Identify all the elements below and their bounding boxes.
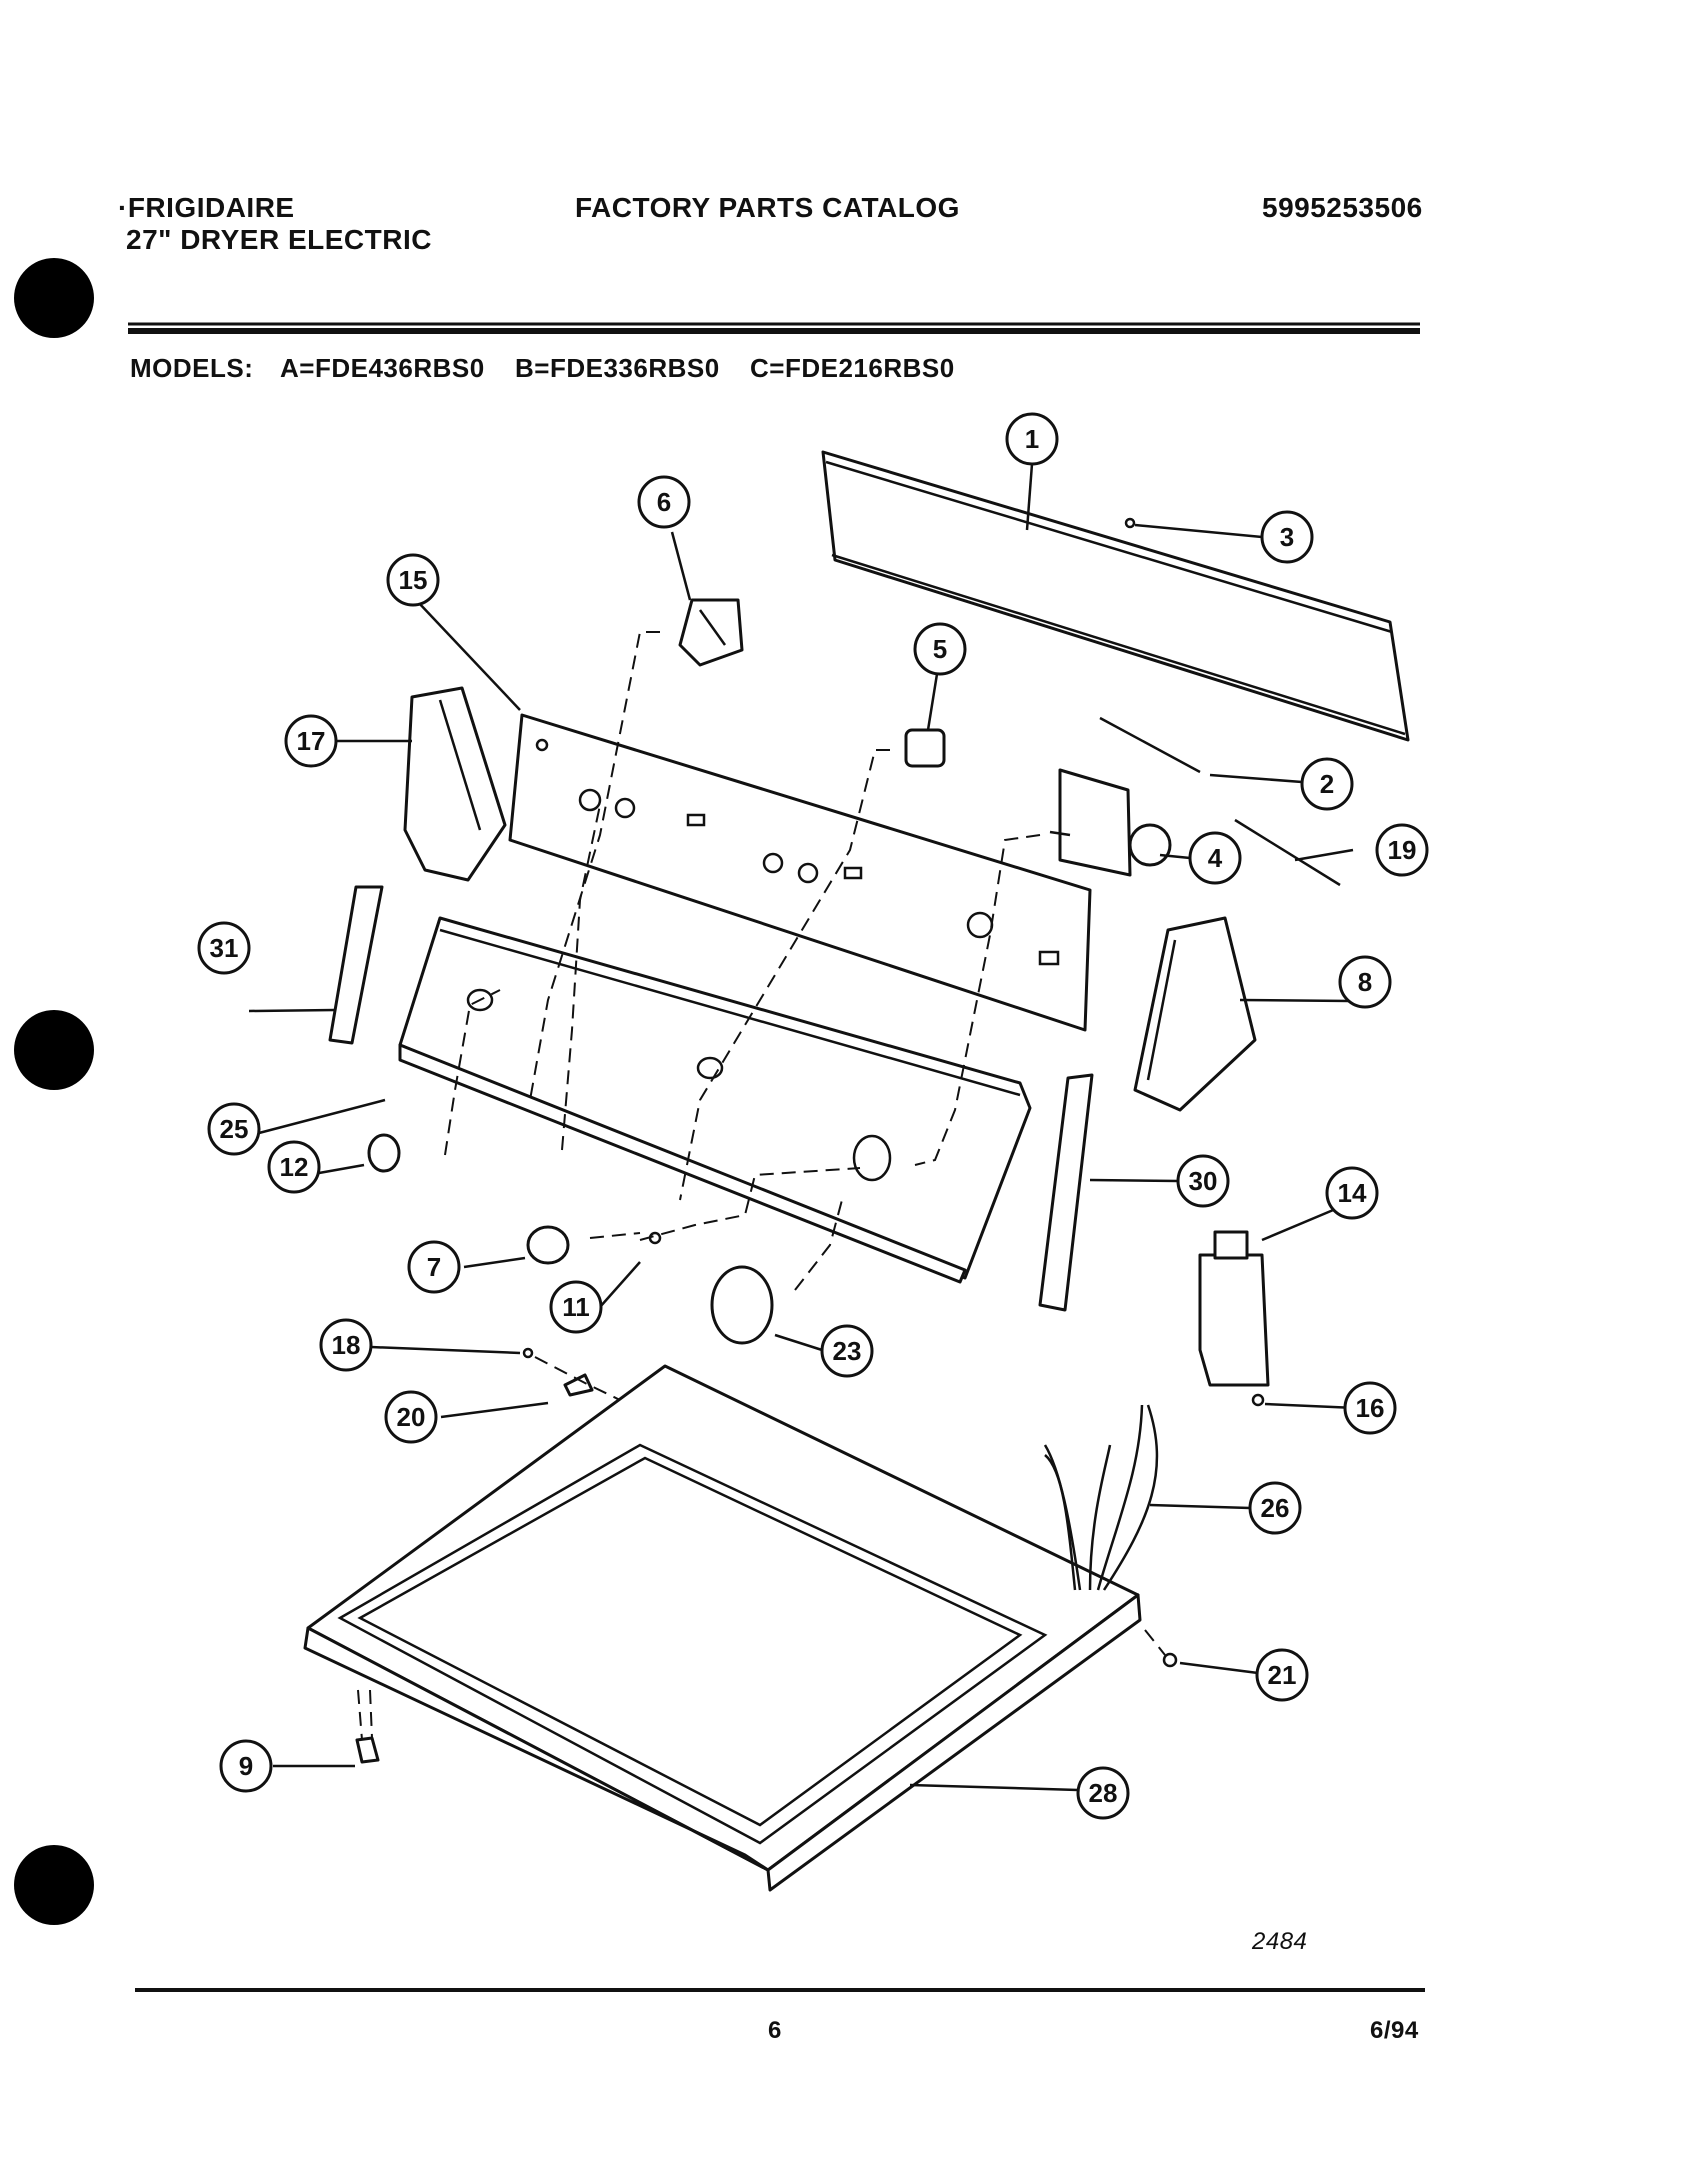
callout-1-label: 1 (1025, 424, 1039, 454)
callout-5: 5 (913, 622, 967, 676)
timer-knob (710, 1265, 774, 1345)
callout-25-label: 25 (220, 1114, 249, 1144)
callout-23: 23 (820, 1324, 874, 1378)
screw-21 (1162, 1652, 1178, 1668)
models-label: MODELS: (130, 353, 254, 383)
callout-8-label: 8 (1358, 967, 1372, 997)
callout-14: 14 (1325, 1166, 1379, 1220)
front-console (398, 916, 1032, 1284)
catalog-number: 5995253506 (1262, 192, 1423, 223)
figure-number: 2484 (1252, 1928, 1308, 1955)
callout-28: 28 (1076, 1766, 1130, 1820)
top-panel (303, 1364, 1142, 1892)
model-b: B=FDE336RBS0 (515, 353, 720, 383)
binder-hole-middle (14, 1010, 94, 1090)
callout-15: 15 (386, 553, 440, 607)
callout-20-label: 20 (397, 1402, 426, 1432)
callout-17: 17 (284, 714, 338, 768)
screw (1124, 517, 1136, 529)
left-end-cap (403, 686, 507, 882)
callout-2: 2 (1300, 757, 1354, 811)
power-cord-harness (1043, 1404, 1159, 1591)
wire-harness-2 (1099, 716, 1201, 774)
callout-31: 31 (197, 921, 251, 975)
callout-21: 21 (1255, 1648, 1309, 1702)
callout-6: 6 (637, 475, 691, 529)
callout-9-label: 9 (239, 1751, 253, 1781)
callout-30-label: 30 (1189, 1166, 1218, 1196)
wire-harness-19 (1234, 818, 1341, 887)
callout-20: 20 (384, 1390, 438, 1444)
callout-26: 26 (1248, 1481, 1302, 1535)
revision-date: 6/94 (1370, 2017, 1419, 2044)
right-trim-strip (1038, 1073, 1094, 1312)
binder-hole-top (14, 258, 94, 338)
callout-21-label: 21 (1268, 1660, 1297, 1690)
callout-14-label: 14 (1338, 1178, 1367, 1208)
foot-clip (355, 1736, 380, 1764)
callout-25: 25 (207, 1102, 261, 1156)
callout-11: 11 (549, 1280, 603, 1334)
callout-16: 16 (1343, 1381, 1397, 1435)
callout-16-label: 16 (1356, 1393, 1385, 1423)
binder-hole-bottom (14, 1845, 94, 1925)
callout-17-label: 17 (297, 726, 326, 756)
callout-30: 30 (1176, 1154, 1230, 1208)
clip-20 (563, 1373, 594, 1397)
knob-cap (526, 1225, 570, 1265)
callout-26-label: 26 (1261, 1493, 1290, 1523)
leader-lines (248, 463, 1357, 1792)
selector-switch (904, 728, 946, 768)
terminal-block-bracket (1198, 1230, 1270, 1407)
callout-4-label: 4 (1208, 843, 1223, 873)
callout-19: 19 (1375, 823, 1429, 877)
callout-11-label: 11 (562, 1292, 590, 1322)
callout-15-label: 15 (399, 565, 428, 595)
callout-23-label: 23 (833, 1336, 862, 1366)
model-a: A=FDE436RBS0 (280, 353, 485, 383)
right-end-cap (1133, 916, 1257, 1112)
callout-1: 1 (1005, 412, 1059, 466)
callout-12: 12 (267, 1140, 321, 1194)
product-name: 27" DRYER ELECTRIC (126, 224, 432, 255)
page-number: 6 (768, 2017, 782, 2044)
callout-31-label: 31 (210, 933, 239, 963)
knob-spring (648, 1231, 662, 1245)
callout-3-label: 3 (1280, 522, 1294, 552)
assembly-lines (357, 631, 1166, 1741)
callout-12-label: 12 (280, 1152, 309, 1182)
model-c: C=FDE216RBS0 (750, 353, 955, 383)
push-to-start-switch (678, 598, 744, 667)
callout-18-label: 18 (332, 1330, 361, 1360)
callout-18: 18 (319, 1318, 373, 1372)
callout-7: 7 (407, 1240, 461, 1294)
screw-18 (522, 1347, 534, 1359)
header-rule (128, 322, 1420, 334)
brand-name: ·FRIGIDAIRE (118, 192, 295, 223)
callout-5-label: 5 (933, 634, 947, 664)
left-trim-strip (328, 885, 384, 1045)
catalog-title: FACTORY PARTS CATALOG (575, 192, 960, 223)
console-rear-panel (821, 450, 1410, 742)
timer (1049, 768, 1172, 877)
callout-4: 4 (1188, 831, 1242, 885)
callout-2-label: 2 (1320, 769, 1334, 799)
callout-28-label: 28 (1089, 1778, 1118, 1808)
control-panel-plate (508, 713, 1092, 1032)
small-knob (367, 1133, 401, 1173)
callout-8: 8 (1338, 955, 1392, 1009)
callout-9: 9 (219, 1739, 273, 1793)
callout-3: 3 (1260, 510, 1314, 564)
callout-7-label: 7 (427, 1252, 441, 1282)
callout-19-label: 19 (1388, 835, 1417, 865)
callout-6-label: 6 (657, 487, 671, 517)
